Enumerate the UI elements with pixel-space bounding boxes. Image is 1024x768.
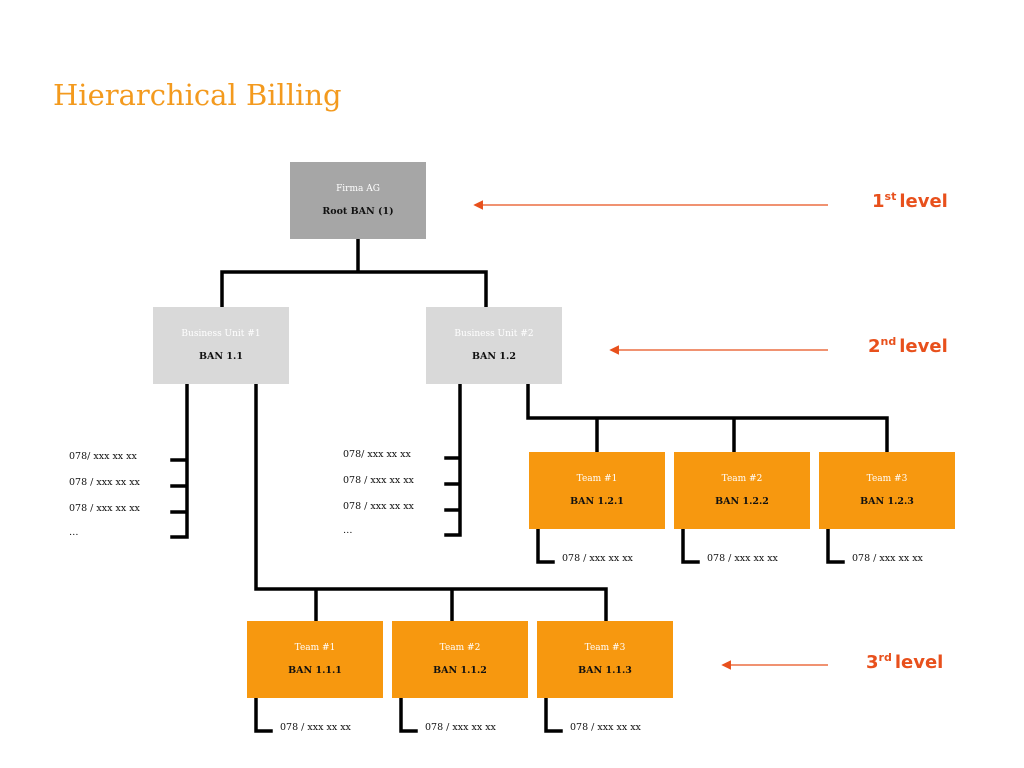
connector-team121-number: [536, 527, 555, 564]
connector-root-bu: [220, 237, 488, 309]
team-1-1-3-box: Team #3 BAN 1.1.3: [537, 621, 673, 698]
team-ban: BAN 1.2.1: [570, 496, 624, 507]
bu2-number-3: 078 / xxx xx xx: [343, 501, 414, 512]
business-unit-2-box: Business Unit #2 BAN 1.2: [426, 307, 562, 384]
team-ban: BAN 1.1.2: [433, 665, 487, 676]
team-name: Team #2: [439, 643, 481, 653]
business-unit-2-name: Business Unit #2: [454, 329, 534, 339]
root-box-firma-ag: Firma AG Root BAN (1): [290, 162, 426, 239]
team-1-2-3-number: 078 / xxx xx xx: [852, 553, 923, 564]
team-ban: BAN 1.2.2: [715, 496, 769, 507]
team-name: Team #2: [721, 474, 763, 484]
connector-bu2-numbers: [444, 382, 462, 537]
connector-bu2-teams: [526, 382, 889, 454]
team-1-2-2-number: 078 / xxx xx xx: [707, 553, 778, 564]
bu2-number-2: 078 / xxx xx xx: [343, 475, 414, 486]
team-name: Team #1: [294, 643, 336, 653]
root-ban: Root BAN (1): [322, 206, 394, 217]
team-name: Team #3: [866, 474, 908, 484]
team-1-1-3-number: 078 / xxx xx xx: [570, 722, 641, 733]
business-unit-1-name: Business Unit #1: [181, 329, 261, 339]
bu1-number-more: …: [69, 527, 79, 538]
bu1-number-1: 078/ xxx xx xx: [69, 451, 137, 462]
team-1-1-1-number: 078 / xxx xx xx: [280, 722, 351, 733]
root-name: Firma AG: [336, 184, 380, 194]
business-unit-1-box: Business Unit #1 BAN 1.1: [153, 307, 289, 384]
connector-team113-number: [544, 696, 563, 733]
team-1-2-1-box: Team #1 BAN 1.2.1: [529, 452, 665, 529]
page-title: Hierarchical Billing: [53, 78, 342, 112]
team-name: Team #3: [584, 643, 626, 653]
team-ban: BAN 1.1.3: [578, 665, 632, 676]
bu1-number-3: 078 / xxx xx xx: [69, 503, 140, 514]
connector-team112-number: [399, 696, 418, 733]
team-1-2-2-box: Team #2 BAN 1.2.2: [674, 452, 810, 529]
business-unit-2-ban: BAN 1.2: [472, 351, 516, 362]
team-name: Team #1: [576, 474, 618, 484]
business-unit-1-ban: BAN 1.1: [199, 351, 243, 362]
connector-bu1-teams: [254, 382, 608, 623]
team-ban: BAN 1.1.1: [288, 665, 342, 676]
bu2-number-1: 078/ xxx xx xx: [343, 449, 411, 460]
team-1-2-3-box: Team #3 BAN 1.2.3: [819, 452, 955, 529]
team-1-1-2-box: Team #2 BAN 1.1.2: [392, 621, 528, 698]
team-1-1-1-box: Team #1 BAN 1.1.1: [247, 621, 383, 698]
connector-team111-number: [254, 696, 273, 733]
team-1-1-2-number: 078 / xxx xx xx: [425, 722, 496, 733]
bu1-number-2: 078 / xxx xx xx: [69, 477, 140, 488]
bu2-number-more: …: [343, 525, 353, 536]
connector-team122-number: [681, 527, 700, 564]
team-ban: BAN 1.2.3: [860, 496, 914, 507]
connector-team123-number: [826, 527, 845, 564]
team-1-2-1-number: 078 / xxx xx xx: [562, 553, 633, 564]
connector-bu1-numbers: [170, 382, 189, 539]
